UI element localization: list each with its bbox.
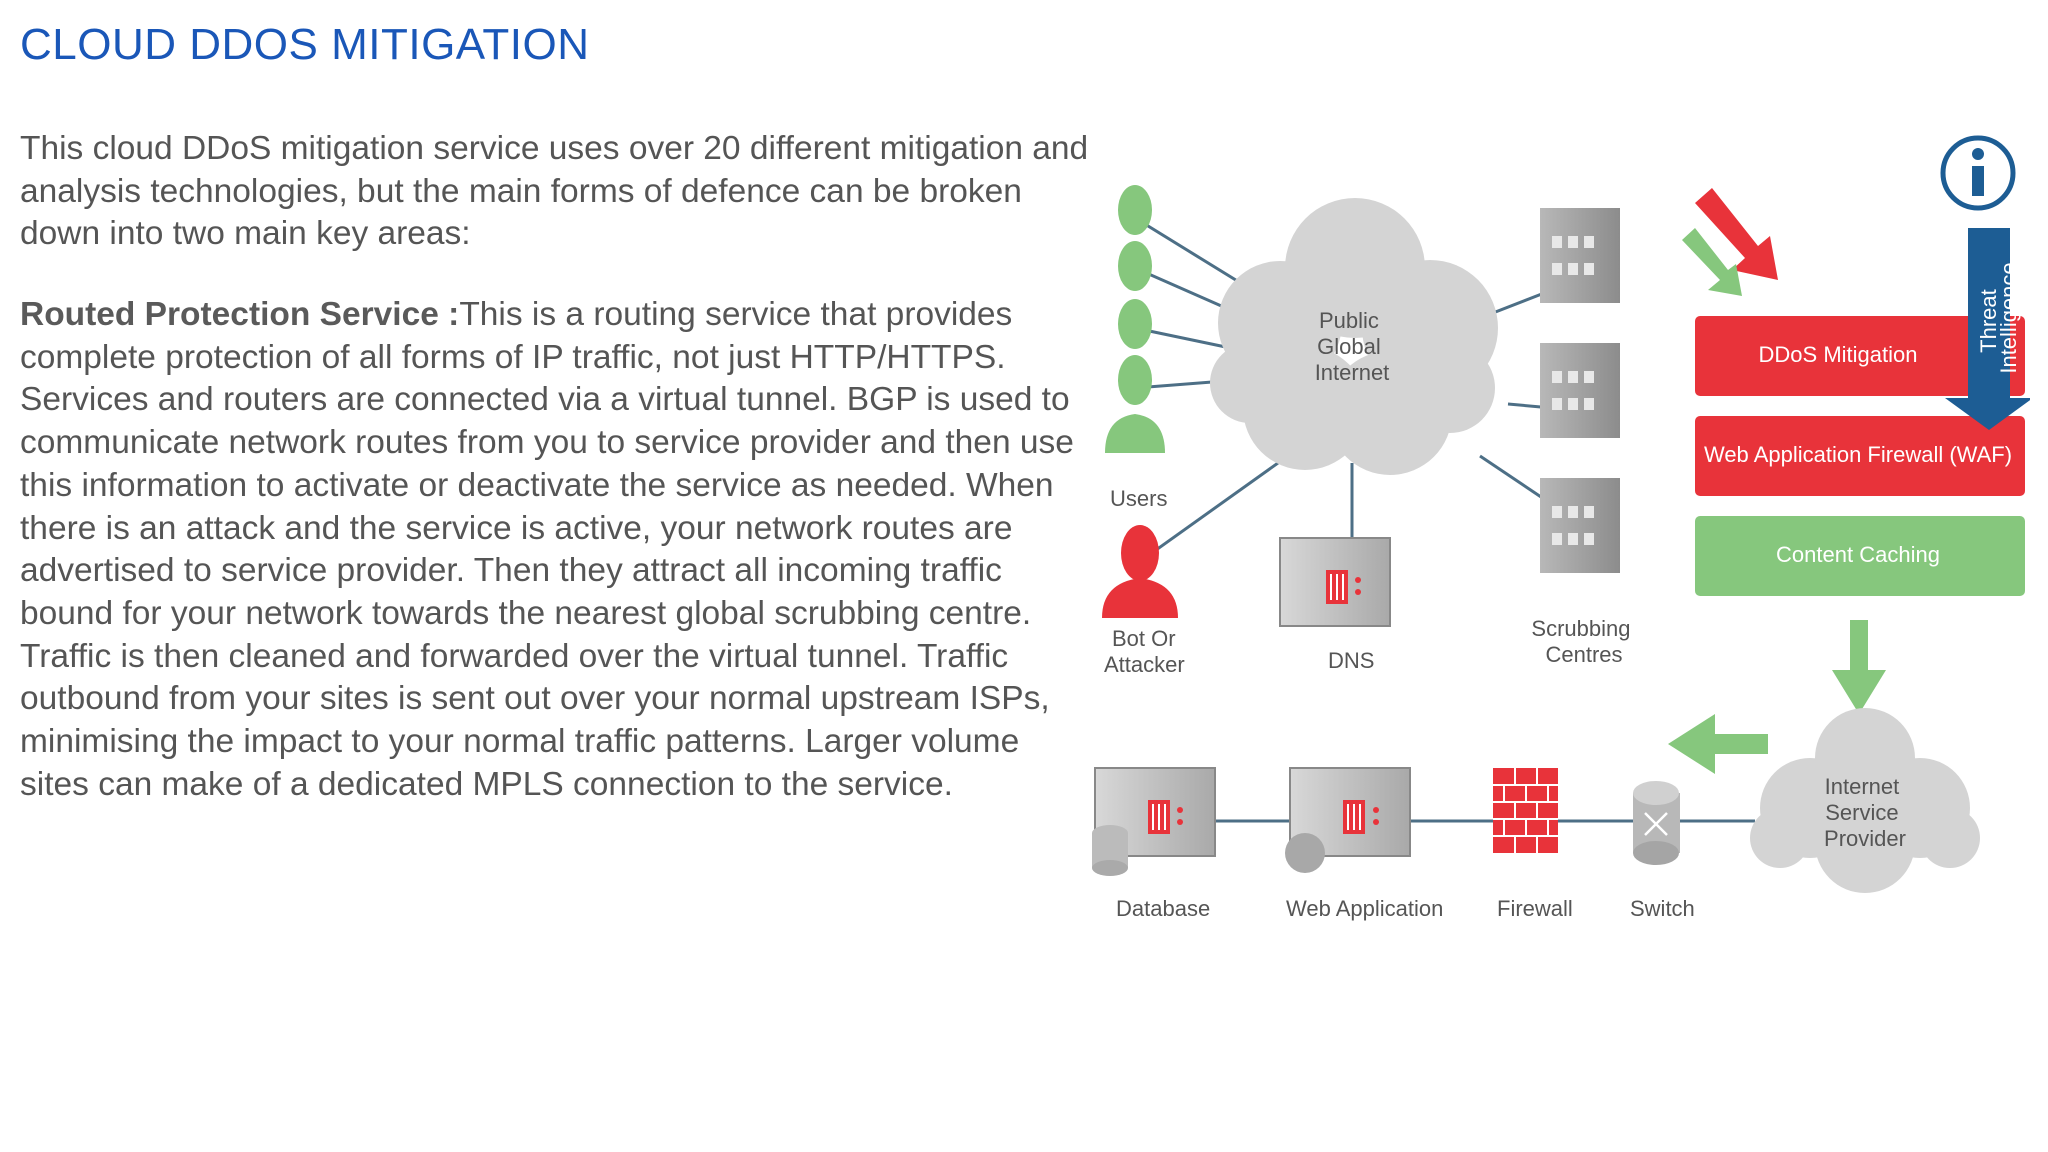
- section-body: This is a routing service that provides …: [20, 296, 1074, 803]
- web-application-server-icon: [1285, 767, 1411, 873]
- firewall-label: Firewall: [1497, 896, 1573, 921]
- database-server-icon: [1092, 767, 1216, 876]
- ddos-mitigation-label: DDoS Mitigation: [1759, 342, 1918, 367]
- users-icon: [1105, 185, 1165, 453]
- page-title: CLOUD DDOS MITIGATION: [20, 20, 590, 69]
- intro-paragraph: This cloud DDoS mitigation service uses …: [20, 130, 1089, 253]
- connection-lines: [1134, 216, 1755, 823]
- switch-icon: [1633, 781, 1680, 865]
- scrubbing-centre-buildings: [1540, 208, 1620, 573]
- attacker-label: Bot Or Attacker: [1104, 626, 1185, 677]
- public-internet-cloud: [1210, 198, 1498, 475]
- web-application-label: Web Application: [1286, 896, 1443, 921]
- waf-label: Web Application Firewall (WAF): [1704, 442, 2012, 467]
- ddos-mitigation-box: [1695, 316, 2025, 396]
- left-arrow: [1668, 714, 1768, 774]
- users-label: Users: [1110, 486, 1167, 511]
- content-caching-box: [1695, 516, 2025, 596]
- info-icon: [1940, 135, 2016, 211]
- isp-label: Internet Service Provider: [1824, 774, 1906, 851]
- isp-cloud: [1750, 708, 1980, 893]
- section-heading: Routed Protection Service :: [20, 296, 460, 333]
- scrubbing-centres-label: Scrubbing Centres: [1531, 616, 1636, 667]
- database-label: Database: [1116, 896, 1210, 921]
- down-arrow: [1832, 620, 1886, 714]
- ddos-architecture-diagram: Users Bot Or Attacker Public Global Inte…: [1092, 135, 2030, 921]
- dns-server-icon: [1279, 537, 1391, 627]
- dns-label: DNS: [1328, 648, 1374, 673]
- routed-protection-paragraph: Routed Protection Service :This is a rou…: [20, 294, 1095, 806]
- public-internet-label: Public Global Internet: [1315, 308, 1390, 385]
- firewall-icon: [1493, 768, 1558, 853]
- switch-label: Switch: [1630, 896, 1695, 921]
- traffic-arrows-icon: [1682, 188, 1778, 296]
- waf-box: [1695, 416, 2025, 496]
- attacker-icon: [1102, 525, 1178, 618]
- threat-intelligence-arrow: [1945, 228, 2030, 430]
- content-caching-label: Content Caching: [1776, 542, 1940, 567]
- threat-intelligence-label: Threat Intelligence: [1976, 262, 2021, 373]
